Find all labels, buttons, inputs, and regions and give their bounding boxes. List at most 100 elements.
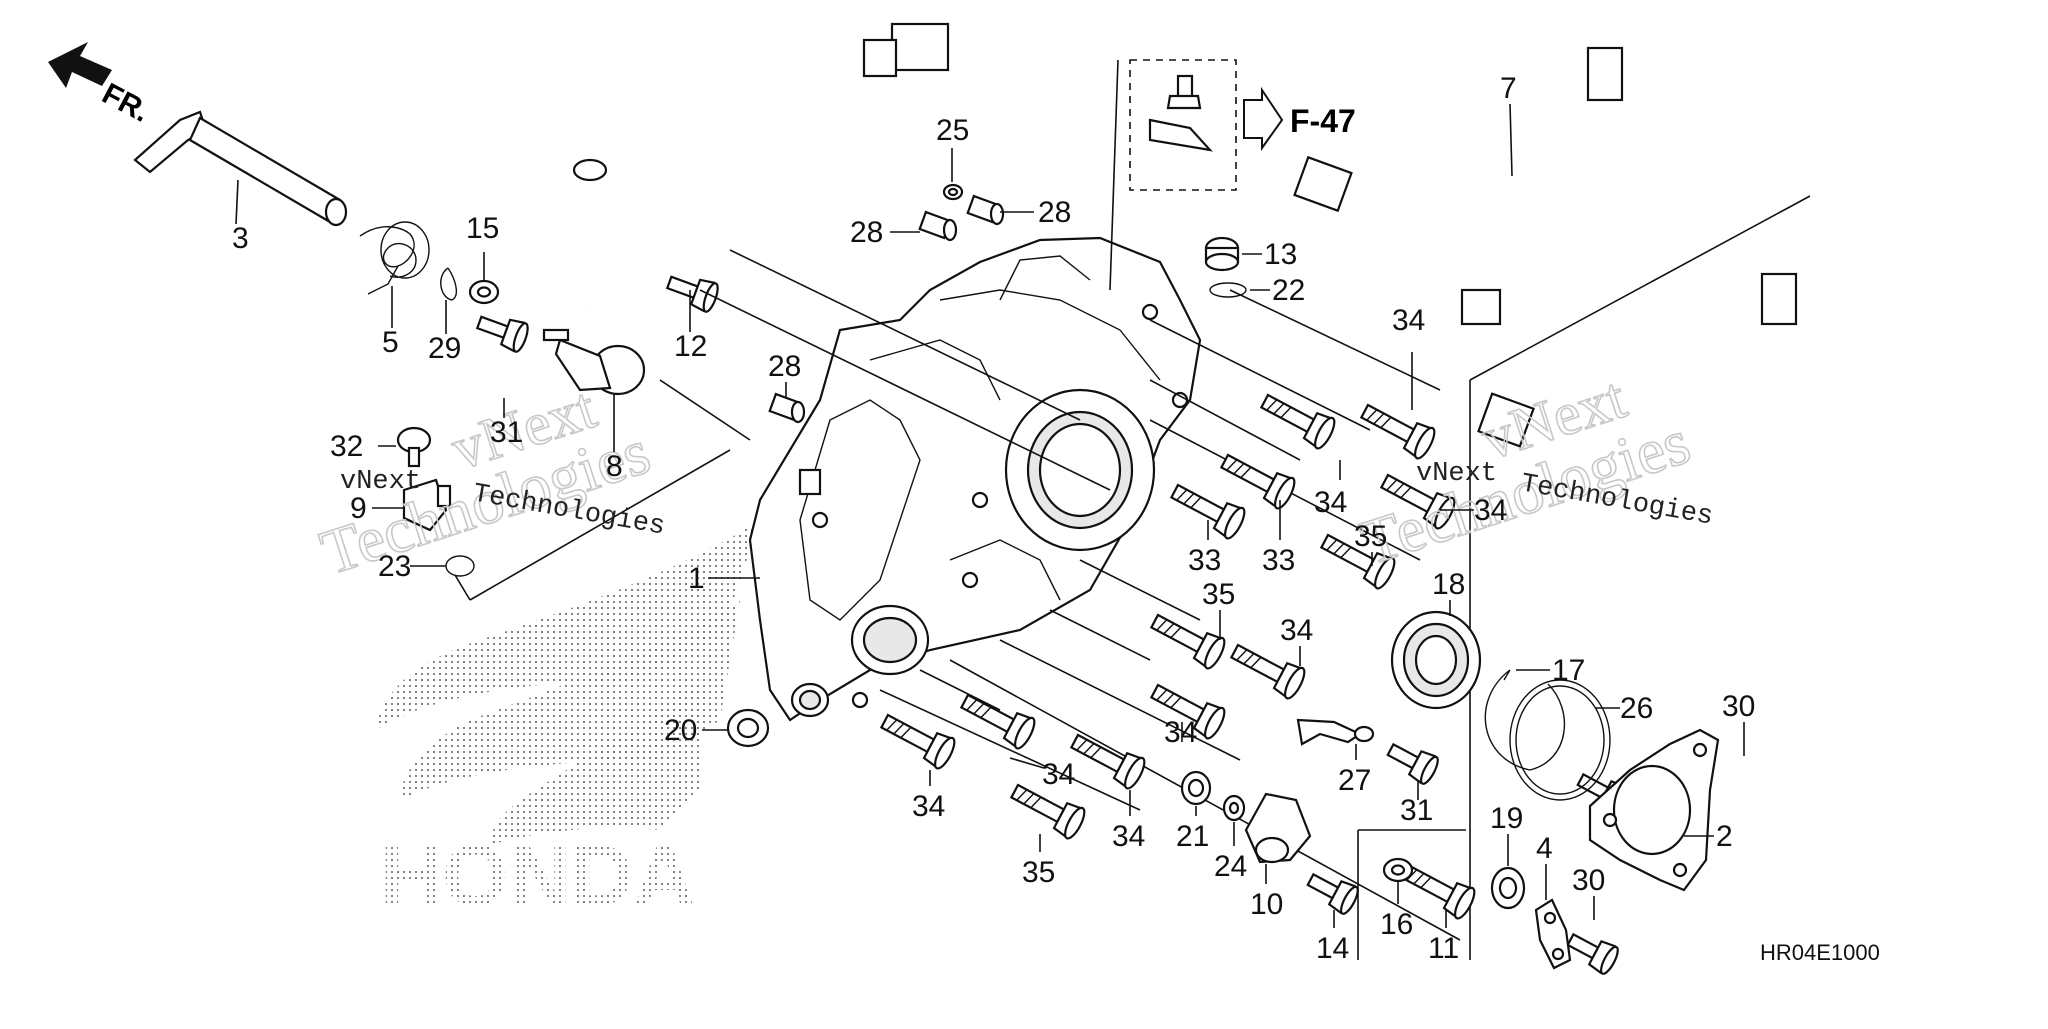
callout-10: 10	[1250, 888, 1283, 921]
callout-1: 1	[688, 562, 705, 595]
callout-27: 27	[1338, 764, 1371, 797]
front-arrow-icon: FR.	[48, 42, 155, 129]
callout-29: 29	[428, 332, 461, 365]
bolt-35-b	[1145, 605, 1230, 673]
plug-13	[1204, 236, 1240, 272]
bolt-33-a	[1215, 445, 1300, 513]
washer-15	[468, 279, 500, 305]
callout-22: 22	[1272, 274, 1305, 307]
oring-23	[445, 555, 475, 577]
callout-34b: 34	[1314, 486, 1347, 519]
bolt-14	[1302, 865, 1362, 918]
callout-33a: 33	[1188, 544, 1221, 577]
callout-30a: 30	[1722, 690, 1755, 723]
callout-4: 4	[1536, 832, 1553, 865]
callout-16: 16	[1380, 908, 1413, 941]
harness-7	[1293, 39, 1624, 326]
callout-12: 12	[674, 330, 707, 363]
oring-26	[1509, 679, 1611, 801]
harness-right	[1477, 272, 1798, 448]
bearing-18	[1390, 610, 1482, 710]
callouts: 3 5 29 15 31 8 12 32 9 23 1 20 25 28 28 …	[232, 72, 1755, 965]
callout-20: 20	[664, 714, 697, 747]
callout-35c: 35	[1022, 856, 1055, 889]
callout-17: 17	[1552, 654, 1585, 687]
callout-18: 18	[1432, 568, 1465, 601]
bolt-34-f	[955, 685, 1040, 753]
callout-7: 7	[1500, 72, 1517, 105]
callout-25: 25	[936, 114, 969, 147]
washer-22	[1209, 282, 1247, 298]
callout-13: 13	[1264, 238, 1297, 271]
reference-label: F-47	[1290, 103, 1356, 139]
bolt-34-h	[875, 705, 960, 773]
bolt-12	[663, 267, 722, 315]
callout-28c: 28	[768, 350, 801, 383]
watermark-left-small1: vNext	[340, 467, 421, 497]
dowel-28b	[966, 194, 1005, 226]
bushing-21	[1180, 770, 1212, 806]
callout-35b: 35	[1202, 578, 1235, 611]
honda-wordmark: HONDA	[380, 828, 695, 924]
callout-21: 21	[1176, 820, 1209, 853]
callout-35a: 35	[1354, 520, 1387, 553]
callout-28b: 28	[850, 216, 883, 249]
leader-lines	[454, 59, 1811, 960]
callout-24: 24	[1214, 850, 1247, 883]
circlip-29	[440, 267, 458, 301]
crankcase-cover	[748, 236, 1202, 722]
callout-26: 26	[1620, 692, 1653, 725]
callout-31a: 31	[490, 416, 523, 449]
reference-box: F-47	[1129, 59, 1356, 191]
callout-15: 15	[466, 212, 499, 245]
callout-9: 9	[350, 492, 367, 525]
dowel-28c	[768, 392, 806, 424]
switch-9	[402, 478, 452, 532]
callout-34e: 34	[1164, 716, 1197, 749]
washer-24	[1222, 794, 1246, 822]
callout-11: 11	[1428, 932, 1459, 965]
callout-14: 14	[1316, 932, 1349, 965]
sensor-10	[1244, 792, 1312, 864]
callout-2: 2	[1716, 820, 1733, 853]
callout-33b: 33	[1262, 544, 1295, 577]
callout-28a: 28	[1038, 196, 1071, 229]
honda-logo: HONDA	[376, 520, 760, 924]
callout-34f: 34	[1042, 758, 1075, 791]
callout-8: 8	[606, 450, 623, 483]
bolt-30-b	[1562, 925, 1622, 978]
bracket-4	[1534, 898, 1572, 970]
watermark-right: Technologies vNext vNext Technologies	[1352, 363, 1716, 579]
bolt-32	[396, 426, 432, 468]
callout-34c: 34	[1474, 494, 1507, 527]
callout-32: 32	[330, 430, 363, 463]
front-label: FR.	[97, 77, 155, 129]
washer-16	[1382, 857, 1414, 883]
callout-34h: 34	[912, 790, 945, 823]
callout-34a: 34	[1392, 304, 1425, 337]
shift-spindle	[133, 110, 348, 227]
callout-30b: 30	[1572, 864, 1605, 897]
callout-31b: 31	[1400, 794, 1433, 827]
callout-3: 3	[232, 222, 249, 255]
watermark-right-small1: vNext	[1416, 459, 1497, 489]
callout-23: 23	[378, 550, 411, 583]
dowel-28a	[918, 210, 958, 242]
cover-plate-2	[1588, 728, 1720, 892]
callout-19: 19	[1490, 802, 1523, 835]
sensor-harness-8	[542, 22, 950, 396]
seal-19	[1490, 866, 1526, 910]
diagram-code: HR04E1000	[1760, 940, 1880, 965]
seal-20	[726, 708, 770, 748]
washer-25	[942, 183, 964, 201]
bolt-31-lower	[1382, 735, 1442, 788]
return-spring	[359, 221, 430, 295]
bracket-27	[1296, 718, 1375, 746]
circlip-17	[1484, 669, 1566, 771]
bolt-31-upper	[473, 307, 532, 355]
bolt-34-a	[1255, 385, 1340, 453]
callout-34d: 34	[1280, 614, 1313, 647]
callout-5: 5	[382, 326, 399, 359]
